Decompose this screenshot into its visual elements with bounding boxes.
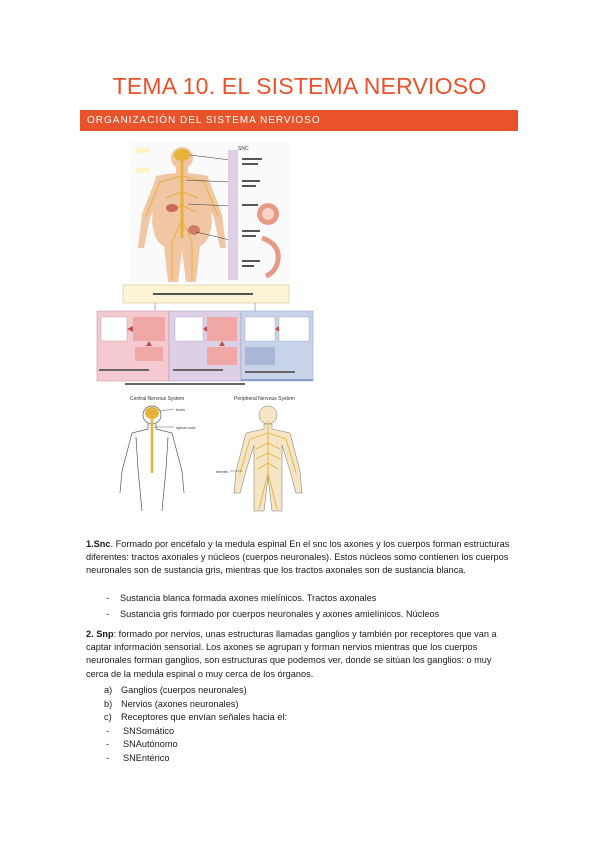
item-marker: - — [106, 725, 110, 736]
list-item: - Sustancia blanca formada axones mielín… — [86, 592, 516, 606]
organization-diagram — [95, 283, 315, 391]
bullet-text: Sustancia blanca formada axones mielínic… — [120, 593, 377, 603]
bullet-text: Sustancia gris formado por cuerpos neuro… — [120, 608, 440, 619]
item-marker: b) — [104, 698, 113, 709]
anatomy-figure: SNC — [130, 142, 290, 282]
item-text: SNEntérico — [123, 752, 170, 763]
cns-pns-figure: Central Nervous System Peripheral Nervou… — [108, 393, 328, 513]
item-marker: - — [106, 739, 110, 750]
item-text: Nervios (axones neuronales) — [121, 698, 239, 709]
anatomy-top-label: SNC — [238, 146, 249, 152]
item-marker: c) — [104, 712, 112, 723]
item-text: SNAutónomo — [123, 739, 178, 750]
nerves-label: nerves — [216, 469, 228, 474]
list-item: - SNEntérico — [86, 752, 516, 766]
snp-paragraph: 2. Snp: formado por nervios, unas estruc… — [86, 628, 516, 681]
bullet-marker: - — [106, 593, 110, 603]
item-text: Ganglios (cuerpos neuronales) — [121, 685, 247, 695]
snp-item-list: a) Ganglios (cuerpos neuronales) b) Nerv… — [86, 684, 516, 766]
list-item: c) Receptores que envían señales hacia e… — [86, 711, 516, 725]
snc-paragraph: 1.Snc. Formado por encéfalo y la medula … — [86, 538, 516, 578]
list-item: - Sustancia gris formado por cuerpos neu… — [86, 608, 516, 622]
item-text: SNSomático — [123, 725, 175, 736]
section-heading: ORGANIZACIÓN DEL SISTEMA NERVIOSO — [80, 110, 518, 131]
item-marker: a) — [104, 685, 113, 695]
page-title: TEMA 10. EL SISTEMA NERVIOSO — [112, 73, 487, 99]
snp-prefix: 2. Snp — [86, 629, 114, 639]
spinal-cord-label: spinal cord — [176, 425, 195, 430]
snc-prefix: 1.Snc — [86, 539, 111, 549]
pns-caption: Peripheral Nervous System — [234, 396, 295, 402]
brain-label: brain — [176, 407, 185, 412]
snc-bullet-list: - Sustancia blanca formada axones mielín… — [86, 592, 516, 621]
list-item: b) Nervios (axones neuronales) — [86, 698, 516, 712]
item-marker: - — [106, 752, 110, 763]
snc-text: . Formado por encéfalo y la medula espin… — [86, 539, 510, 576]
cns-caption: Central Nervous System — [130, 396, 184, 402]
bullet-marker: - — [106, 608, 110, 619]
list-item: - SNAutónomo — [86, 738, 516, 752]
list-item: - SNSomático — [86, 725, 516, 739]
list-item: a) Ganglios (cuerpos neuronales) — [86, 684, 516, 698]
snp-text: : formado por nervios, unas estructuras … — [86, 629, 497, 679]
item-text: Receptores que envían señales hacia el: — [121, 712, 287, 723]
